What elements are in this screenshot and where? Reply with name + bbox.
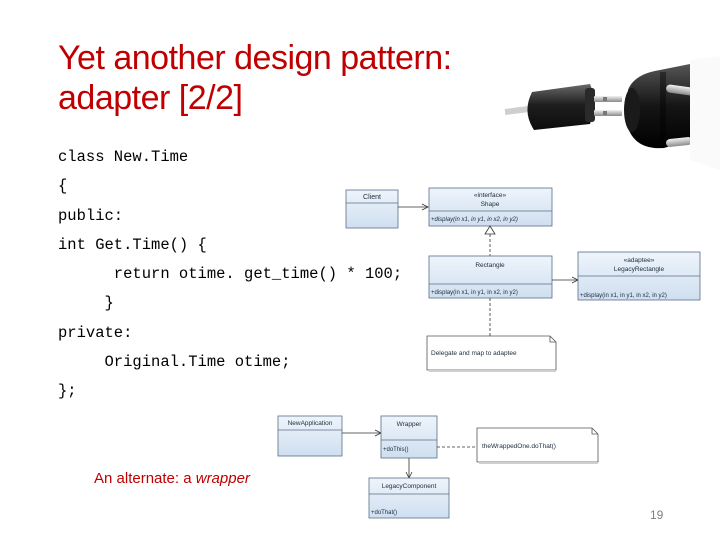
wrapped-call-note: theWrappedOne.doThat() [476, 427, 599, 464]
shape-name: Shape [481, 201, 500, 208]
rectangle-class-box: Rectangle +display(in x1, in y1, in x2, … [428, 255, 553, 299]
wrapper-method: +doThis() [383, 447, 409, 453]
shape-interface-box: «interface» Shape +display(in x1, in y1,… [428, 187, 553, 227]
alternate-caption: An alternate: a wrapper [94, 470, 250, 487]
code-line: public: [58, 206, 124, 225]
code-line: int Get.Time() { [58, 235, 207, 254]
code-line: { [58, 177, 68, 196]
alternate-prefix: An alternate: a [94, 470, 196, 487]
page-number: 19 [650, 508, 664, 522]
legacy-name: LegacyRectangle [614, 266, 665, 273]
code-line: Original.Time otime; [58, 353, 291, 372]
code-line: private: [58, 323, 133, 342]
legacy-component-class-box: LegacyComponent +doThat() [368, 477, 450, 519]
legacy-stereotype: «adaptee» [624, 257, 655, 264]
new-application-label: NewApplication [288, 420, 333, 427]
slide-title-line-1: Yet another design pattern: [58, 39, 452, 77]
rectangle-method: +display(in x1, in y1, in x2, in y2) [431, 290, 518, 296]
new-application-class-box: NewApplication [277, 415, 343, 457]
slide-title: Yet another design pattern: adapter [2/2… [58, 38, 452, 118]
shape-stereotype: «interface» [474, 192, 507, 199]
legacy-method: +display(in x1, in y1, in x2, in y2) [580, 293, 667, 299]
delegate-note: Delegate and map to adaptee [426, 335, 557, 372]
client-class-box: Client [345, 189, 399, 229]
legacy-component-name: LegacyComponent [382, 483, 437, 490]
delegate-note-text: Delegate and map to adaptee [431, 350, 517, 357]
legacy-rectangle-class-box: «adaptee» LegacyRectangle +display(in x1… [577, 251, 701, 301]
slide-title-line-2: adapter [2/2] [58, 79, 243, 117]
client-label: Client [363, 194, 381, 201]
rectangle-name: Rectangle [475, 262, 505, 269]
wrapped-call-note-text: theWrappedOne.doThat() [482, 443, 556, 450]
wrapper-class-box: Wrapper +doThis() [380, 415, 438, 459]
legacy-component-method: +doThat() [371, 510, 397, 516]
code-line: return otime. get_time() * 100; [58, 265, 403, 284]
code-listing: class New.Time { public: int Get.Time() … [58, 146, 418, 410]
alternate-emphasis: wrapper [195, 470, 250, 487]
code-line: class New.Time [58, 148, 189, 166]
code-line: }; [58, 382, 77, 401]
shape-method: +display(in x1, in y1, in x2, in y2) [431, 217, 518, 223]
wrapper-name: Wrapper [397, 421, 423, 428]
code-line: } [58, 294, 114, 313]
